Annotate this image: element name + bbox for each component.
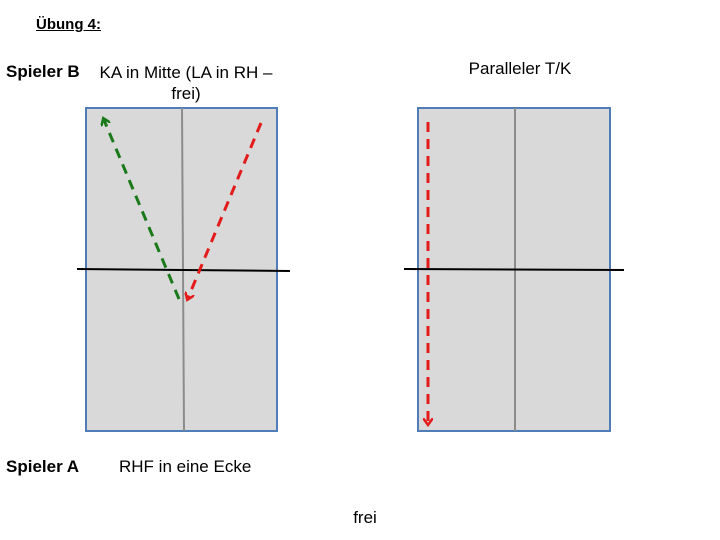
- left-court-net: [76, 268, 291, 272]
- right-court: [403, 107, 625, 432]
- red-shot-arrow-left: [188, 122, 263, 298]
- footer-frei-text: frei: [353, 508, 377, 527]
- right-court-net: [403, 268, 625, 271]
- player-a-label: Spieler A: [6, 457, 80, 476]
- exercise-title: Übung 4:: [36, 16, 101, 33]
- player-b-label: Spieler B: [6, 62, 80, 81]
- bottom-description: RHF in eine Ecke: [119, 457, 252, 476]
- left-diagram-description: KA in Mitte (LA in RH – frei): [99, 63, 273, 103]
- right-diagram-title: Paralleler T/K: [468, 59, 572, 78]
- green-shot-arrow: [104, 120, 181, 300]
- left-court: [76, 107, 291, 432]
